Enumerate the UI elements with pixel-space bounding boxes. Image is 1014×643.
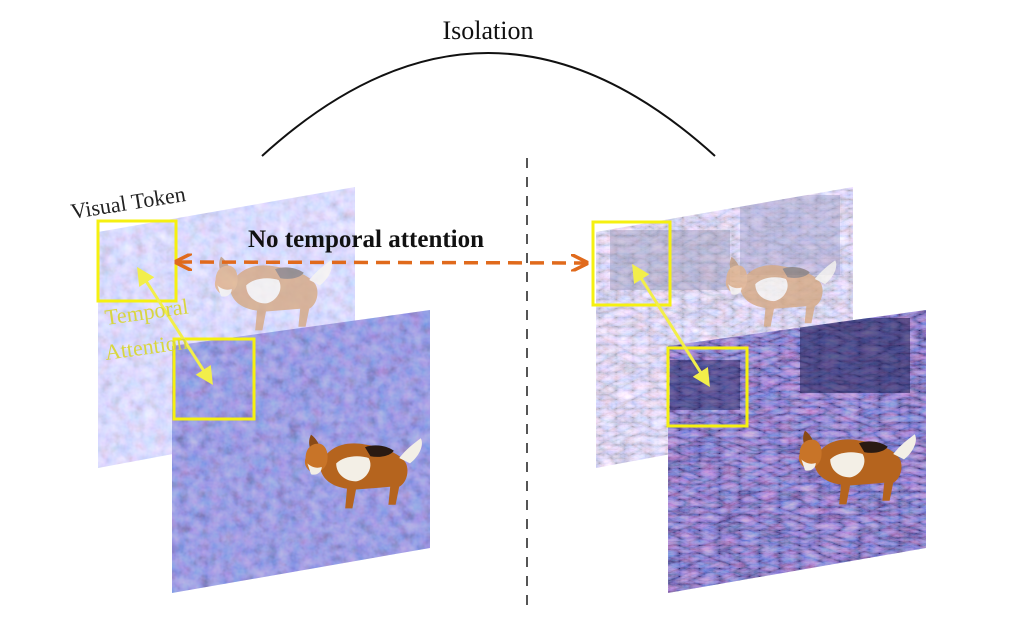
token-box-right-back (591, 220, 672, 307)
title-isolation: Isolation (443, 16, 534, 45)
temporal-arrow-right (632, 263, 710, 388)
right-front-frame (668, 310, 926, 593)
isolation-arc (261, 52, 716, 157)
visual-token-label: Visual Token (69, 181, 187, 224)
temporal-arrow-left (137, 266, 213, 386)
no-attention-arrow (178, 262, 585, 263)
no-temporal-attention-label: No temporal attention (248, 226, 484, 253)
left-front-frame (172, 310, 430, 593)
